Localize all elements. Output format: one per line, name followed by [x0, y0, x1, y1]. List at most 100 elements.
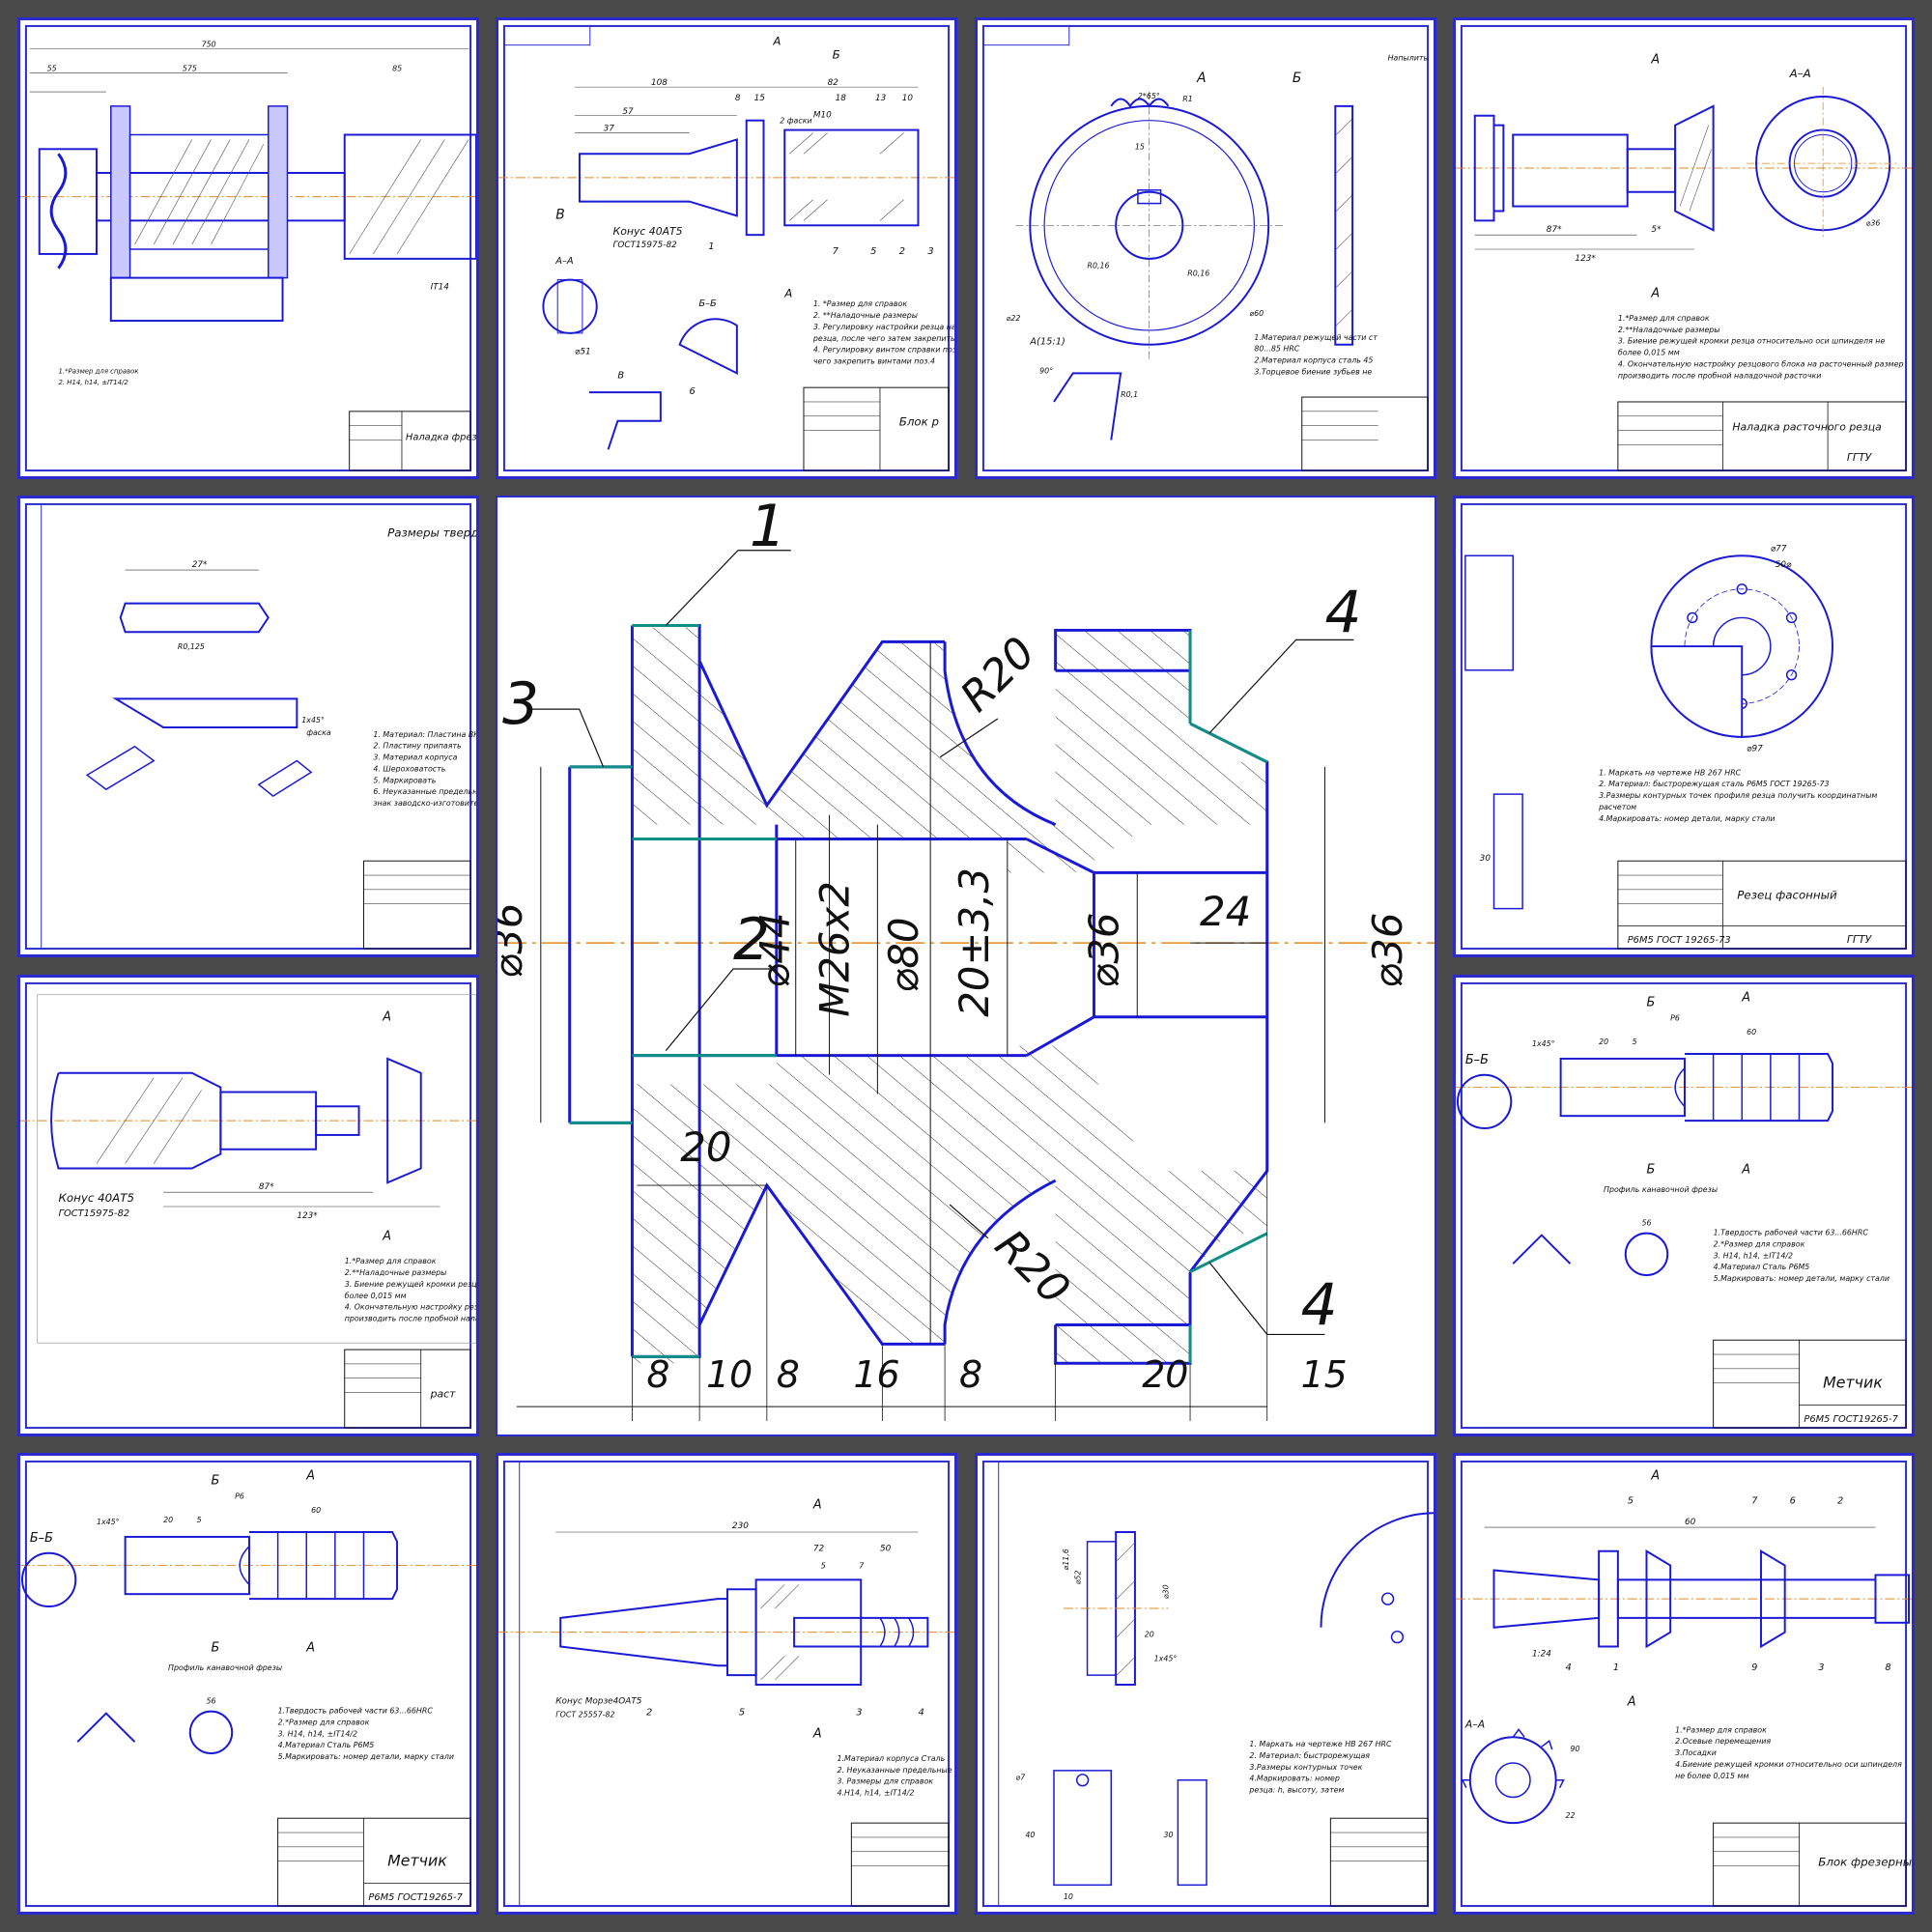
dim-72: 72 [813, 1545, 825, 1554]
cone-label: Конус 40АТ5 [612, 225, 682, 238]
dim-20: 20 [163, 1516, 173, 1524]
dia-51: ⌀51 [575, 348, 591, 357]
section-mark-a: А [812, 1497, 822, 1512]
drawing-tile-4[interactable]: А А–А ⌀36 87* 123* 5* А 1.*Размер для сп… [1453, 17, 1915, 479]
dim-16: 16 [853, 1353, 899, 1396]
dim-85: 85 [392, 64, 402, 72]
title-block-text: Блок фрезерный [1818, 1856, 1912, 1869]
section-mark-a2: А [305, 1640, 315, 1655]
callout-4-bottom: 4 [1301, 1272, 1338, 1339]
title-block-text: Наладка фрезерн [406, 432, 476, 442]
note-5: 4.Маркировать: номер детали, марку стали [1599, 814, 1775, 823]
note-5: резца: h, высоту, затем [1248, 1786, 1344, 1795]
note-4: 4.Маркировать: номер [1249, 1775, 1339, 1783]
drawing-tile-10[interactable]: Б–Б Б А 20 5 60 Р6 1х45° Б А Профиль кан… [17, 1453, 479, 1915]
section-mark-a: А [305, 1469, 315, 1484]
callout-6: 6 [689, 386, 695, 397]
dim-57: 57 [622, 107, 634, 117]
note-1: 1.Материал режущей части ст [1254, 333, 1378, 342]
callout-8: 8 [1885, 1662, 1890, 1673]
section-aa-label: А–А [1789, 67, 1811, 80]
chamfer-word: фаска [306, 728, 331, 737]
note-6: чего закрепить винтами поз.4 [813, 356, 935, 365]
note-3: 3. Регулировку настройки резца на р [813, 323, 954, 331]
callout-4: 4 [1566, 1662, 1572, 1673]
dim-20-bore: 20 [680, 1123, 731, 1171]
note-3: 3. Материал корпуса [373, 753, 457, 762]
dim-123: 123* [1575, 254, 1596, 264]
dim-10: 10 [902, 94, 914, 103]
taper-ratio: 1:24 [1532, 1649, 1551, 1659]
dia-36: ⌀36 [1866, 218, 1881, 227]
dim-56: 56 [1642, 1219, 1652, 1228]
note-1: 1.*Размер для справок [345, 1257, 437, 1265]
chamfer: 1х45° [1532, 1039, 1555, 1048]
dim-22: 22 [1566, 1811, 1576, 1820]
detail-angle: 90° [1039, 366, 1053, 375]
drawing-tile-9[interactable]: Б–Б Б А 20 5 60 Р6 1х45° Б А Профиль кан… [1453, 975, 1915, 1436]
section-mark-a2: А [783, 286, 792, 299]
drawing-tile-main[interactable]: 1 3 2 4 4 R20 R20 ⌀36 ⌀44 M26х2 ⌀80 20±3… [496, 496, 1436, 1436]
dia-52: ⌀52 [1074, 1571, 1083, 1585]
drawing-tile-7[interactable]: ⌀77 50⌀ ⌀97 30 1. Маркать на чертеже HB … [1453, 496, 1915, 957]
dim-50: 50 [880, 1545, 892, 1554]
dia-36-left: ⌀36 [497, 903, 531, 979]
note-4: более 0,015 мм [1618, 349, 1680, 357]
drawing-tile-1[interactable]: 750 575 85 55 1.*Размер для справок 2. H… [17, 17, 479, 479]
note-4: 4. Шероховатость [373, 764, 445, 773]
note-3: 2.Материал корпуса сталь 45 [1254, 355, 1373, 364]
note-3: 3. H14, h14, ±IT14/2 [278, 1729, 357, 1738]
section-aa-label: А–А [1464, 1718, 1485, 1730]
note-2: 2. H14, h14, ±IT14/2 [58, 379, 128, 386]
note-3: 3.Посадки [1675, 1748, 1717, 1757]
morse-label: Конус Морзе4ОАТ5 [555, 1697, 642, 1707]
callout-4: 4 [918, 1708, 923, 1719]
dim-90: 90 [1570, 1745, 1579, 1753]
note-1: 1.Материал корпуса Сталь [838, 1754, 946, 1763]
note-2: 2.*Размер для справок [1714, 1239, 1805, 1248]
morse-holder-drawing: А 230 72 50 5 7 Конус Морзе4ОАТ5 ГОСТ 25… [498, 1460, 954, 1908]
dim-10: 10 [1064, 1892, 1073, 1901]
callout-1: 1 [750, 497, 786, 560]
drawing-tile-12[interactable]: ⌀11,6 ⌀52 ⌀30 20 1х45° ⌀7 30 40 10 1. Ма… [975, 1453, 1436, 1915]
note-1: 1.Твердость рабочей части 63...66HRC [278, 1707, 434, 1716]
dim-15: 15 [1301, 1353, 1348, 1396]
dim-60: 60 [1685, 1518, 1696, 1527]
callout-2: 2 [899, 246, 905, 257]
boring-cutter-drawing: А А–А ⌀36 87* 123* 5* А 1.*Размер для сп… [1456, 24, 1912, 472]
note-2: 2.**Наладочные размеры [1618, 326, 1720, 334]
callout-1: 1 [708, 242, 714, 252]
drawing-tile-2[interactable]: 108 82 57 37 8 15 18 13 10 M10 2 фаски А… [496, 17, 957, 479]
dim-20: 20 [1599, 1037, 1608, 1046]
drawing-tile-5[interactable]: Размеры твердо пластин 27* R0,125 1х45° … [17, 496, 479, 957]
note-4: резца, после чего затем закрепить б [812, 334, 954, 343]
note-4: 4.Н14, h14, ±IT14/2 [838, 1789, 915, 1798]
dim-m10: M10 [813, 111, 832, 121]
callout-2: 2 [646, 1708, 652, 1719]
callout-6: 6 [1790, 1495, 1796, 1506]
dim-15: 15 [1135, 142, 1145, 151]
note-4: 4.Материал Сталь Р6М5 [278, 1741, 375, 1749]
dim-750: 750 [202, 41, 216, 49]
chamfer-label: 2 фаски [780, 117, 811, 126]
drawing-tile-3[interactable]: А 2*65° R1 15 ⌀22 ⌀60 R0,16 R0,16 Б Напы… [975, 17, 1436, 479]
dim-27: 27* [192, 560, 208, 570]
note-2: 2. Материал: быстрорежущая сталь Р6М5 ГО… [1599, 780, 1829, 788]
drawing-tile-13[interactable]: А 60 5 7 6 2 4 1 9 3 8 1:24 А А–А 22 90 … [1453, 1453, 1915, 1915]
note-2: 2. Пластину припаять [373, 742, 462, 751]
callout-5: 5 [870, 246, 876, 257]
section-mark-a2: А [1741, 1162, 1750, 1177]
cone-gost: ГОСТ15975-82 [612, 241, 677, 250]
milling-block-drawing: А 60 5 7 6 2 4 1 9 3 8 1:24 А А–А 22 90 … [1456, 1460, 1912, 1908]
drawing-tile-8[interactable]: А Конус 40АТ5 ГОСТ15975-82 87* 123* А 1.… [17, 975, 479, 1436]
title-block-text: Блок р [899, 415, 939, 429]
dim-2x65: 2*65° [1138, 92, 1160, 100]
drawing-tile-11[interactable]: А 230 72 50 5 7 Конус Морзе4ОАТ5 ГОСТ 25… [496, 1453, 957, 1915]
note-2: 2. Неуказанные предельные [838, 1766, 952, 1775]
title-block-text: Резец фасонный [1737, 889, 1837, 902]
note-5: 5.Маркировать: номер детали, марку стали [278, 1752, 454, 1761]
dim-d22: ⌀22 [1007, 314, 1021, 323]
detail-a-label: А(15:1) [1029, 337, 1065, 348]
dim-d77: ⌀77 [1771, 544, 1787, 554]
dim-60: 60 [1747, 1028, 1756, 1037]
